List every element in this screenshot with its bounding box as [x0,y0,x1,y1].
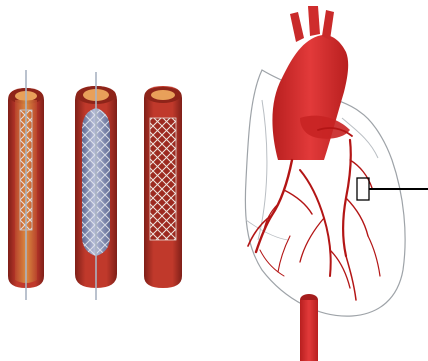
vessel-stent-stage [144,86,182,288]
aortic-branch-2 [308,6,320,36]
vessel-balloon-stage [75,72,117,300]
aortic-branch-3 [322,10,334,40]
vessel-catheter-stage [8,70,44,300]
heart-illustration [245,6,428,361]
descending-aorta [300,300,318,361]
aortic-branch-1 [290,12,304,42]
expanded-stent [150,118,176,240]
